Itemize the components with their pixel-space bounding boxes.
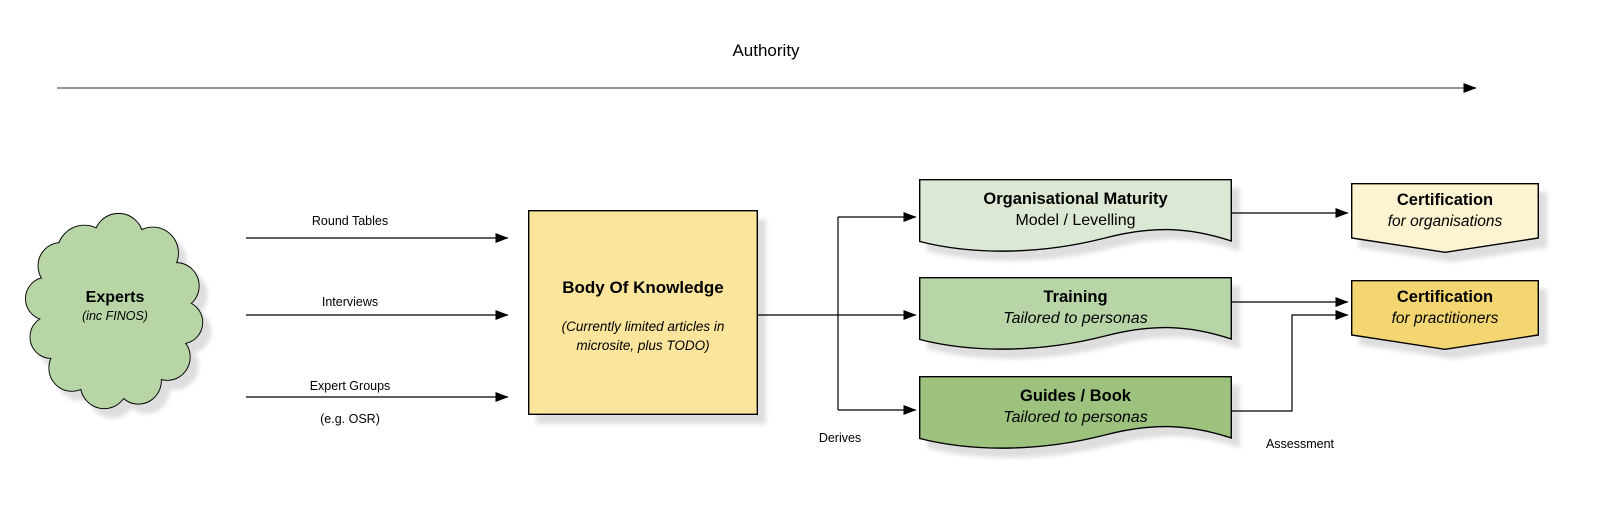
certification-title: Certification <box>1396 191 1494 209</box>
certification-subtitle: for organisations <box>1387 213 1503 230</box>
cloud-title: Experts <box>85 289 145 306</box>
certification-subtitle: for practitioners <box>1391 310 1499 327</box>
round-tables-label: Round Tables <box>311 214 389 228</box>
document-title: Training <box>1043 288 1108 306</box>
body-of-knowledge-node[interactable]: Body Of Knowledge (Currently limited art… <box>528 210 758 415</box>
organisational-maturity-node[interactable]: Organisational Maturity Model / Levellin… <box>919 179 1232 265</box>
derives-label: Derives <box>818 431 862 445</box>
certification-organisations-node[interactable]: Certification for organisations <box>1351 183 1539 253</box>
guides-book-node[interactable]: Guides / Book Tailored to personas <box>919 376 1232 462</box>
certification-practitioners-node[interactable]: Certification for practitioners <box>1351 280 1539 350</box>
document-subtitle: Model / Levelling <box>1015 212 1136 229</box>
banner-shape <box>1351 280 1539 350</box>
document-title: Guides / Book <box>1020 387 1131 405</box>
banner-shape <box>1351 183 1539 253</box>
experts-cloud-node[interactable]: Experts (inc FINOS) <box>25 212 205 410</box>
assessment-arrow <box>1232 310 1349 412</box>
document-subtitle: Tailored to personas <box>1003 409 1148 426</box>
interviews-label: Interviews <box>321 295 379 309</box>
document-shape <box>919 179 1232 252</box>
expert-groups-label: Expert Groups <box>309 379 391 393</box>
assessment-label: Assessment <box>1265 437 1335 451</box>
document-shape <box>919 376 1232 449</box>
bok-subtitle: (Currently limited articles in microsite… <box>561 319 725 353</box>
cloud-subtitle: (inc FINOS) <box>82 309 148 323</box>
training-node[interactable]: Training Tailored to personas <box>919 277 1232 363</box>
expert-groups-sublabel: (e.g. OSR) <box>320 412 380 426</box>
bok-shape <box>528 210 758 415</box>
certification-title: Certification <box>1396 288 1494 306</box>
bok-title: Body Of Knowledge <box>562 278 724 297</box>
document-shape <box>919 277 1232 350</box>
cloud-shape <box>25 212 204 410</box>
authority-label: Authority <box>732 41 800 60</box>
document-subtitle: Tailored to personas <box>1003 310 1148 327</box>
document-title: Organisational Maturity <box>983 190 1168 208</box>
